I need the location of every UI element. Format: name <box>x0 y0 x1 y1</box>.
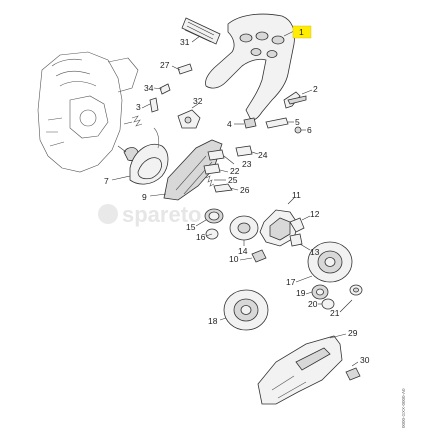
part-3-pin <box>141 97 159 113</box>
part-32-clamp <box>177 103 201 129</box>
part-23-pin <box>207 149 235 165</box>
part-6-nut-right <box>294 126 306 134</box>
part-5-spring <box>123 115 143 127</box>
callout-13: 13 <box>310 247 320 257</box>
part-15-bearing <box>195 208 224 227</box>
callout-23: 23 <box>242 159 252 169</box>
part-18-rim-sprocket <box>219 289 269 331</box>
callout-7: 7 <box>104 176 109 186</box>
callout-9: 9 <box>142 192 147 202</box>
callout-26: 26 <box>240 185 250 195</box>
part-34-screw <box>153 83 171 95</box>
callout-12: 12 <box>310 209 320 219</box>
callout-25: 25 <box>228 175 238 185</box>
watermark-logo: spareto <box>98 202 201 227</box>
part-12-clutch-shoe <box>289 215 311 233</box>
callout-1-highlight <box>292 25 312 39</box>
part-10-nut <box>239 249 267 263</box>
part-30-nut <box>345 361 361 381</box>
part-7-brake-band <box>111 127 169 185</box>
part-19-bearing <box>305 284 329 300</box>
engine-housing-outline <box>37 51 139 173</box>
callout-5: 5 <box>295 117 300 127</box>
part-24-spring-clip <box>235 145 259 157</box>
callout-2: 2 <box>313 84 318 94</box>
watermark-text: spareto <box>122 202 201 227</box>
callout-20: 20 <box>308 299 318 309</box>
part-5-washer-right <box>265 117 294 129</box>
callout-14: 14 <box>238 246 248 256</box>
callout-29: 29 <box>348 328 358 338</box>
callout-21: 21 <box>330 308 340 318</box>
part-29-sprocket-cover <box>257 333 347 405</box>
callout-27: 27 <box>160 60 170 70</box>
callout-30: 30 <box>360 355 370 365</box>
part-22-bushing <box>203 163 229 175</box>
part-14-clutch-spring <box>229 215 259 246</box>
part-17-sprocket-drum <box>295 241 353 283</box>
part-1-hand-guard <box>205 13 297 120</box>
callout-16: 16 <box>196 232 206 242</box>
callout-19: 19 <box>296 288 306 298</box>
callout-32: 32 <box>193 96 203 106</box>
callout-17: 17 <box>286 277 296 287</box>
part-13-clutch-shoe <box>289 233 311 251</box>
callout-24: 24 <box>258 150 268 160</box>
part-20-washer <box>318 298 335 310</box>
callout-11: 11 <box>292 190 301 200</box>
part-16-washer <box>205 228 219 240</box>
callout-6: 6 <box>307 125 312 135</box>
part-27-screw <box>171 63 193 75</box>
document-id: 0000-GXX-0000-A0 <box>401 388 406 428</box>
callout-3: 3 <box>136 102 141 112</box>
part-21-circlip <box>339 284 363 313</box>
part-26-lever <box>213 183 239 193</box>
part-4-bolt <box>234 117 257 129</box>
part-31-grille <box>181 17 221 45</box>
part-25-spring <box>205 175 226 187</box>
callout-10: 10 <box>229 254 239 264</box>
callout-15: 15 <box>186 222 196 232</box>
callout-1: 1 <box>299 27 304 37</box>
callout-18: 18 <box>208 316 218 326</box>
callout-4: 4 <box>227 119 232 129</box>
part-2-lever <box>283 89 313 109</box>
callout-31: 31 <box>180 37 190 47</box>
part-11-clutch <box>259 197 299 247</box>
callout-22: 22 <box>230 166 240 176</box>
callout-34: 34 <box>144 83 154 93</box>
